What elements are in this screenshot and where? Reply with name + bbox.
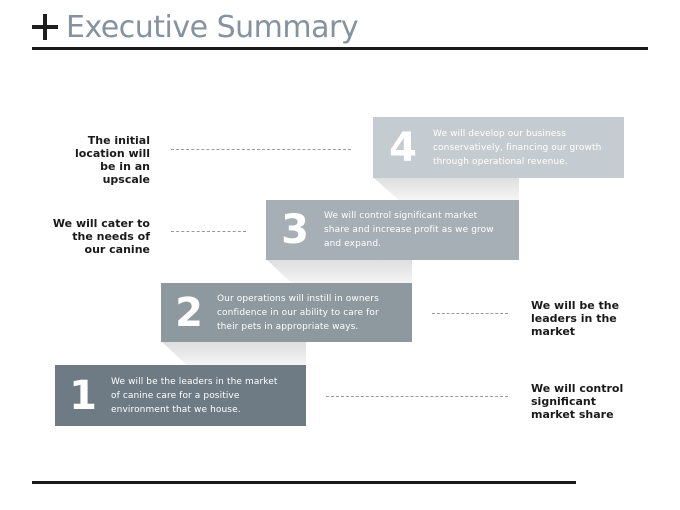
connector-left-middle [171,231,246,232]
side-label-right-middle: We will be the leaders in the market [531,299,620,338]
step-3: 3 We will control significant market sha… [266,200,519,260]
side-label-left-top: The initial location will be in an upsca… [75,134,150,186]
step-2-text: Our operations will instill in owners co… [217,293,379,332]
top-divider [32,47,648,50]
side-label-right-bottom: We will control significant market share [531,382,624,421]
connector-left-top [171,149,351,150]
step-2: 2 Our operations will instill in owners … [161,283,412,342]
step-shadow-2 [267,260,412,283]
plus-icon [32,14,58,40]
step-1: 1 We will be the leaders in the market o… [55,365,306,426]
side-label-left-middle: We will cater to the needs of our canine [52,217,150,256]
step-shadow-1 [162,342,306,365]
connector-right-middle [432,313,508,314]
header: Executive Summary [32,8,359,46]
step-3-number: 3 [281,207,309,253]
step-4-text: We will develop our business conservativ… [433,128,602,167]
page-title: Executive Summary [66,9,359,45]
step-3-text: We will control significant market share… [324,211,494,249]
step-1-number: 1 [69,372,97,419]
step-4: 4 We will develop our business conservat… [373,117,624,178]
step-shadow-3 [374,178,519,200]
connector-right-bottom [326,396,508,397]
step-2-number: 2 [175,289,203,336]
step-4-number: 4 [389,124,417,171]
bottom-divider [32,481,576,484]
step-1-text: We will be the leaders in the market of … [111,376,278,415]
